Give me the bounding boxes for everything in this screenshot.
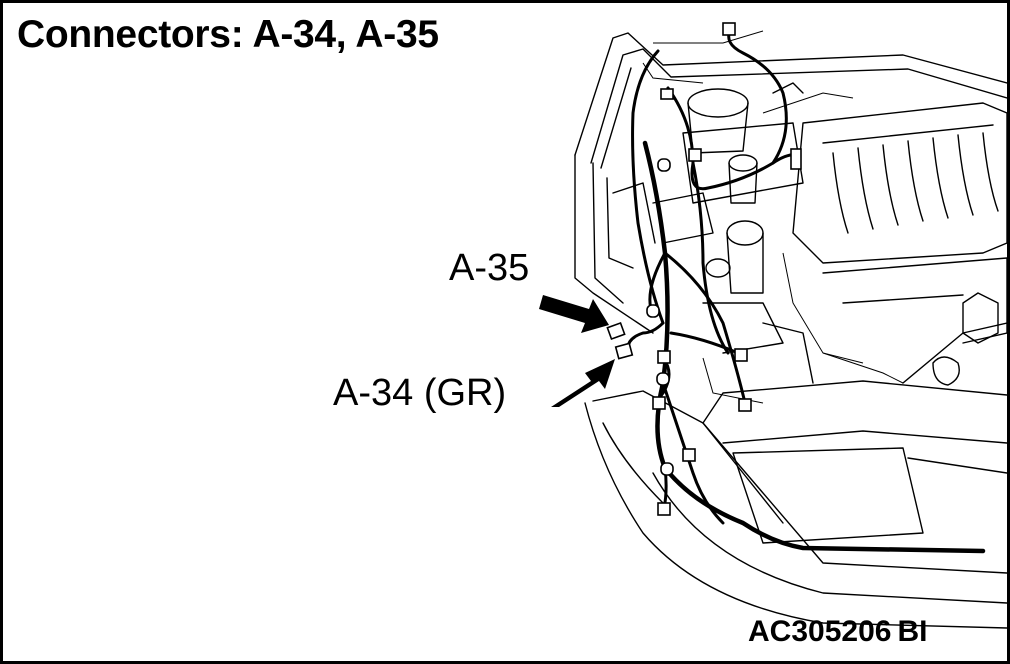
diagram-title: Connectors: A-34, A-35 [17,13,439,56]
hood-outline [574,32,1007,169]
engine-bay-illustration [539,22,1007,629]
arrow-a35 [539,295,609,333]
figure-code-number: AC305206 [748,615,892,648]
callout-label-a35: A-35 [449,247,530,289]
body-structure-lines [642,30,904,404]
callout-label-a34: A-34 (GR) [333,372,507,414]
connector-a35 [606,321,626,341]
reservoir-components [652,82,814,384]
wiring-harness [626,27,986,554]
fender-outline [574,154,656,334]
radiator-support-outline [702,322,1007,544]
figure-code-suffix: BI [897,615,928,648]
engine-block [792,102,1007,344]
bumper-outline [584,390,1007,629]
arrow-a34 [551,359,615,407]
connector-a34 [614,342,634,360]
other-connectors [646,22,802,516]
